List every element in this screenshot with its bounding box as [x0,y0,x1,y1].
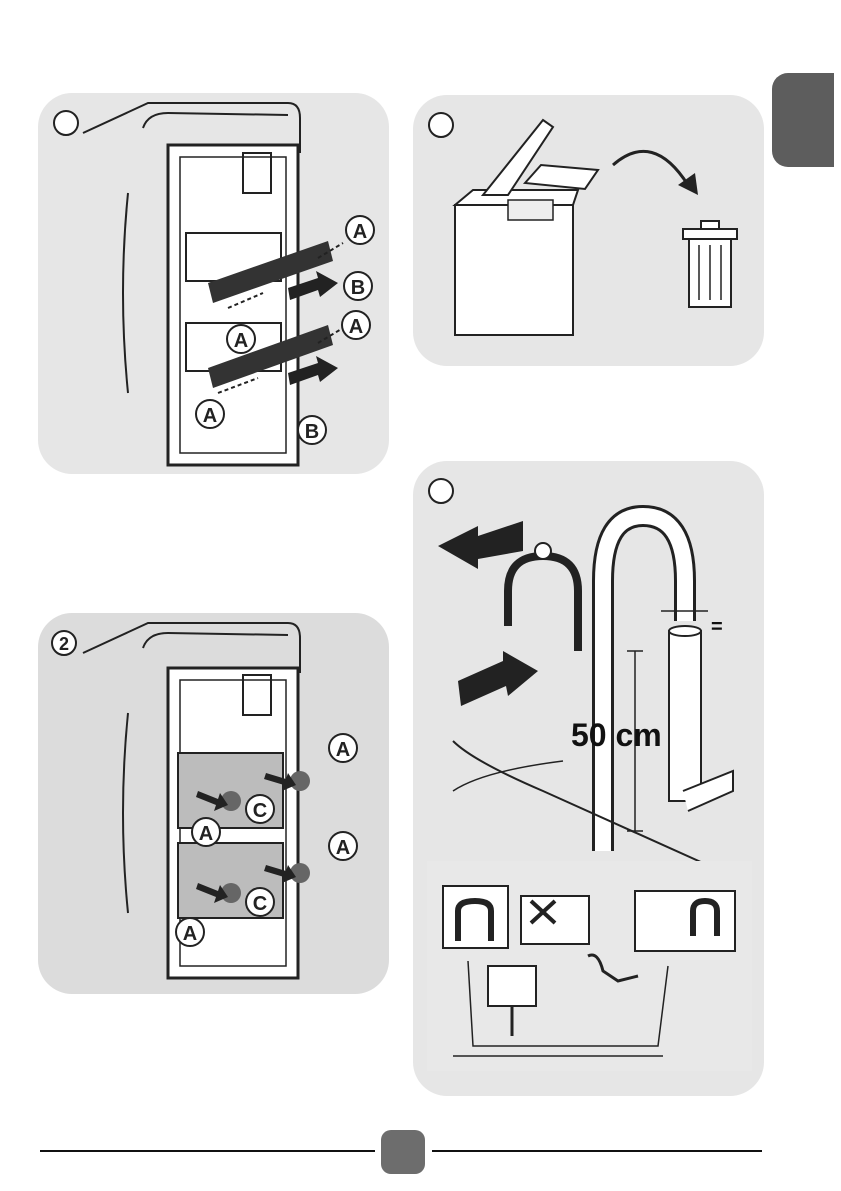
step-number-circle-icon [54,111,78,135]
label-c: C [253,893,267,915]
step-number-circle-icon [429,479,453,503]
arrow-left-icon [438,521,523,569]
footer-rule-left [40,1150,375,1152]
step-number: 2 [59,634,69,654]
packaging-icon [525,165,598,189]
standpipe-icon [669,631,701,801]
illustration-drain-hose: 50 cm = [413,461,764,1096]
language-tab [772,73,834,167]
height-label: 50 cm [571,717,662,753]
label-a: A [199,823,213,845]
label-b: B [305,421,319,443]
label-c: C [253,800,267,822]
label-a: A [349,316,363,338]
footer-rule-right [432,1150,762,1152]
panel-drain-hose: 50 cm = [413,461,764,1096]
label-a: A [336,837,350,859]
label-a: A [336,739,350,761]
label-a: A [203,405,217,427]
label-a: A [234,330,248,352]
step-number-circle-icon [429,113,453,137]
illustration-insert-plugs: 2 A C A A C A [38,613,389,994]
equal-sign: = [711,616,723,638]
panel-discard-packaging [413,95,764,366]
arrow-right-icon [458,651,538,706]
illustration-remove-brackets: A B A A A B [38,93,389,474]
illustration-discard-packaging [413,95,764,366]
hose-hook-inset-icon [443,886,508,948]
hose-guide-icon [508,556,578,651]
label-a: A [353,221,367,243]
page-number-badge [381,1130,425,1174]
label-b: B [351,277,365,299]
curved-arrow-icon [613,151,688,185]
washing-machine-icon [455,205,573,335]
panel-insert-plugs: 2 A C A A C A [38,613,389,994]
machine-back-icon [168,145,298,465]
panel-remove-brackets: A B A A A B [38,93,389,474]
sink-icon [488,966,536,1006]
label-a: A [183,923,197,945]
